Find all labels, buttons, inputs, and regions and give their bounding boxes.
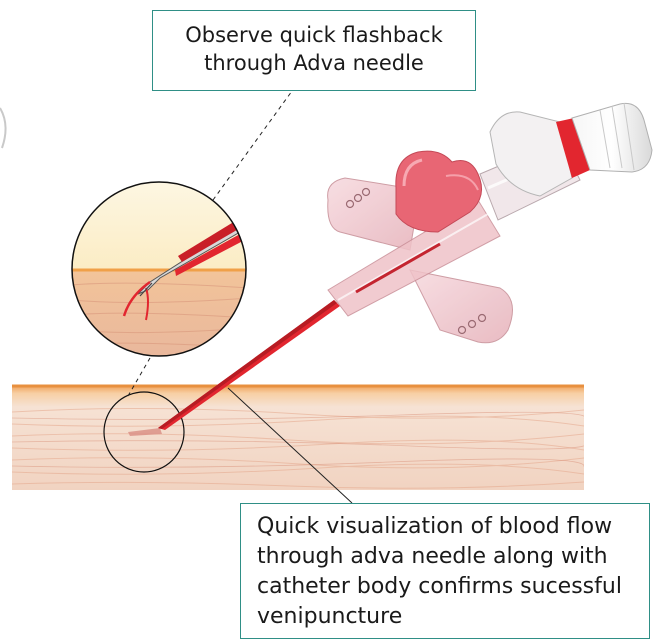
iv-catheter-device xyxy=(328,103,652,343)
zoom-detail-circle xyxy=(70,180,268,360)
left-edge-fragment xyxy=(0,108,6,148)
leader-line-zoom-to-callout xyxy=(213,91,292,200)
callout-flashback-line-2: through Adva needle xyxy=(153,49,475,77)
callout-visualization-line-2: through adva needle along with xyxy=(257,542,649,572)
callout-visualization-line-4: venipuncture xyxy=(257,602,649,632)
skin-cross-section xyxy=(12,386,587,490)
callout-visualization-line-1: Quick visualization of blood flow xyxy=(257,512,649,542)
callout-flashback-line-1: Observe quick flashback xyxy=(153,21,475,49)
callout-visualization: Quick visualization of blood flow throug… xyxy=(240,503,650,639)
callout-visualization-line-3: catheter body confirms sucessful xyxy=(257,572,649,602)
callout-flashback: Observe quick flashback through Adva nee… xyxy=(152,10,476,91)
